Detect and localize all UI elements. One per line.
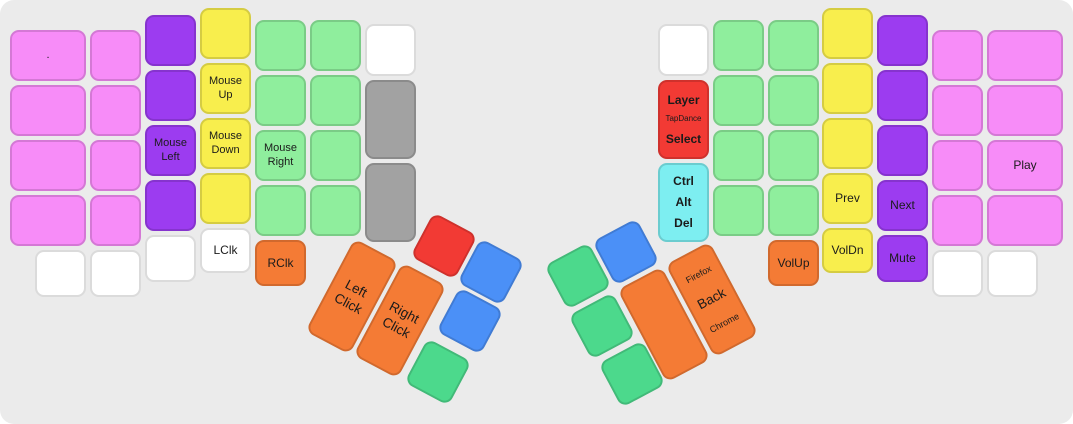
key-blank[interactable] bbox=[90, 30, 141, 81]
key-blank[interactable] bbox=[932, 30, 983, 81]
key-blank[interactable] bbox=[877, 125, 928, 176]
key-blank[interactable] bbox=[90, 195, 141, 246]
key-label: Mouse bbox=[263, 142, 298, 155]
key-label: TapDance bbox=[665, 114, 702, 124]
key-label: Prev bbox=[835, 191, 860, 206]
key-label: Mouse bbox=[208, 130, 243, 143]
key-blank[interactable] bbox=[310, 130, 361, 181]
key-label: Layer bbox=[667, 92, 700, 107]
key-label: Select bbox=[665, 131, 702, 146]
key-blank[interactable] bbox=[822, 63, 873, 114]
key-label: VolDn bbox=[831, 243, 864, 258]
key-blank[interactable] bbox=[90, 140, 141, 191]
key-blank[interactable] bbox=[768, 75, 819, 126]
key-blank[interactable] bbox=[987, 195, 1063, 246]
key-label: Mouse bbox=[208, 75, 243, 88]
key-label: VolUp bbox=[777, 255, 810, 270]
key-blank[interactable] bbox=[145, 70, 196, 121]
key-blank[interactable] bbox=[200, 173, 251, 224]
key-prev[interactable]: Prev bbox=[822, 173, 873, 224]
key-label: Del bbox=[674, 216, 693, 231]
key-label: Back bbox=[694, 285, 729, 313]
key-blank[interactable] bbox=[310, 75, 361, 126]
key-label: Mute bbox=[889, 251, 916, 266]
key-blank[interactable] bbox=[713, 185, 764, 236]
key-label: Mouse bbox=[153, 137, 188, 150]
key-blank[interactable] bbox=[10, 195, 86, 246]
key-lclk[interactable]: LClk bbox=[200, 228, 251, 273]
key-label: Ctrl bbox=[673, 174, 694, 189]
key-blank[interactable] bbox=[365, 163, 416, 242]
key-blank[interactable] bbox=[713, 130, 764, 181]
key-blank[interactable] bbox=[713, 75, 764, 126]
key-label: Next bbox=[890, 198, 915, 213]
key-blank[interactable] bbox=[404, 338, 472, 406]
key-voldn[interactable]: VolDn bbox=[822, 228, 873, 273]
key-blank[interactable] bbox=[932, 85, 983, 136]
key-blank[interactable] bbox=[768, 130, 819, 181]
key-blank[interactable] bbox=[365, 24, 416, 76]
key-label: Up bbox=[218, 89, 233, 101]
key-blank[interactable] bbox=[310, 185, 361, 236]
key-play[interactable]: Play bbox=[987, 140, 1063, 191]
key-label: Left bbox=[161, 151, 180, 163]
key-blank[interactable] bbox=[768, 20, 819, 71]
key-blank[interactable] bbox=[822, 118, 873, 169]
key-blank[interactable] bbox=[90, 85, 141, 136]
key-blank[interactable] bbox=[713, 20, 764, 71]
key-mute[interactable]: Mute bbox=[877, 235, 928, 282]
key-blank[interactable] bbox=[90, 250, 141, 297]
key-label: Down bbox=[211, 144, 240, 156]
key-blank[interactable] bbox=[10, 85, 86, 136]
key-blank[interactable] bbox=[932, 195, 983, 246]
key-blank[interactable] bbox=[35, 250, 86, 297]
key-next[interactable]: Next bbox=[877, 180, 928, 231]
key-volup[interactable]: VolUp bbox=[768, 240, 819, 286]
key-blank[interactable] bbox=[987, 250, 1038, 297]
key-blank[interactable] bbox=[145, 235, 196, 282]
key-label: LClk bbox=[213, 243, 238, 258]
key-label: RClk bbox=[267, 255, 294, 270]
key-blank[interactable] bbox=[987, 85, 1063, 136]
key-blank[interactable] bbox=[987, 30, 1063, 81]
key-blank[interactable] bbox=[310, 20, 361, 71]
key-blank[interactable] bbox=[365, 80, 416, 159]
key-blank[interactable] bbox=[255, 185, 306, 236]
key-blank[interactable] bbox=[768, 185, 819, 236]
key-label: Firefox bbox=[684, 263, 713, 285]
key-blank[interactable] bbox=[877, 15, 928, 66]
key-label: Right bbox=[267, 156, 294, 168]
key-label: Chrome bbox=[708, 311, 742, 336]
key-blank[interactable] bbox=[932, 140, 983, 191]
key-blank[interactable] bbox=[145, 15, 196, 66]
key-blank[interactable] bbox=[200, 8, 251, 59]
key-blank[interactable] bbox=[10, 140, 86, 191]
key-label: . bbox=[46, 49, 50, 62]
key-rclk[interactable]: RClk bbox=[255, 240, 306, 286]
key-blank[interactable] bbox=[658, 24, 709, 76]
key-dot[interactable]: . bbox=[10, 30, 86, 81]
key-blank[interactable] bbox=[932, 250, 983, 297]
key-label: Alt bbox=[675, 195, 692, 210]
key-blank[interactable] bbox=[877, 70, 928, 121]
key-blank[interactable] bbox=[822, 8, 873, 59]
key-blank[interactable] bbox=[255, 75, 306, 126]
key-blank[interactable] bbox=[145, 180, 196, 231]
key-label: Play bbox=[1013, 158, 1037, 173]
key-blank[interactable] bbox=[255, 20, 306, 71]
